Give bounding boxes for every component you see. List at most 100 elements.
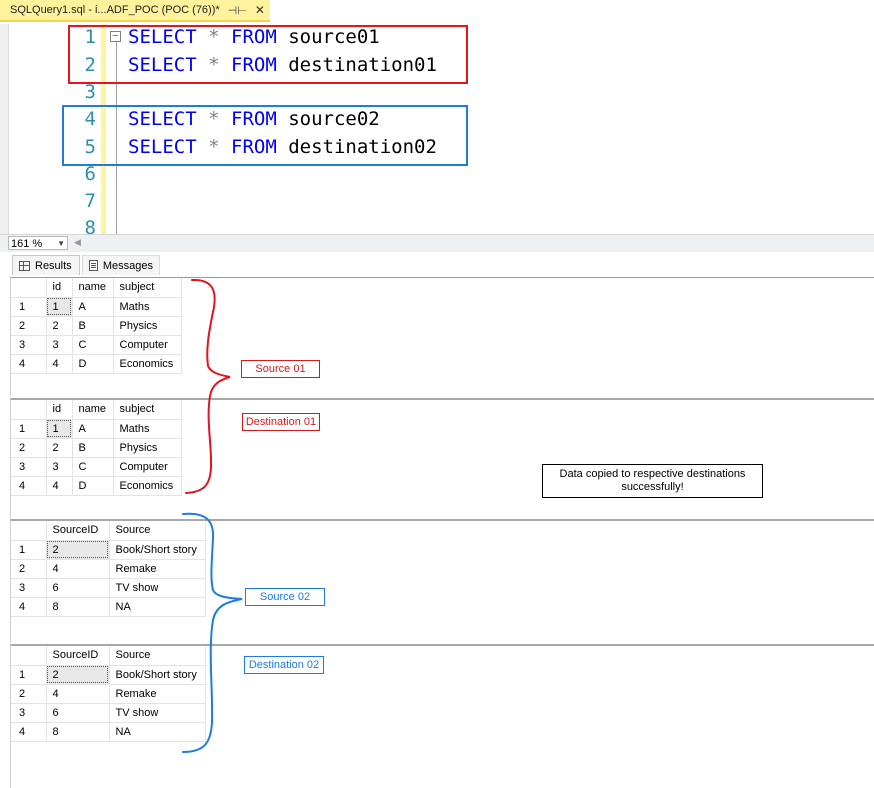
column-header[interactable]: subject [113, 400, 182, 420]
table-cell[interactable]: 4 [46, 354, 73, 374]
keyword: SELECT [128, 108, 197, 130]
table-cell[interactable]: 6 [46, 703, 110, 723]
table-cell[interactable]: Computer [113, 457, 182, 477]
line-number: 8 [84, 217, 96, 234]
result-grid-destination01[interactable]: id name subject 1 1 A Maths 2 2 B Physic… [10, 398, 874, 518]
change-tracking-bar [101, 24, 106, 234]
result-table: SourceID Source 1 2 Book/Short story 2 4… [11, 521, 206, 617]
table-cell[interactable]: 1 [46, 297, 73, 317]
pin-icon[interactable]: ⊣⊢ [227, 4, 247, 17]
row-number[interactable]: 3 [11, 335, 47, 355]
row-number[interactable]: 3 [11, 703, 47, 723]
label-destination-01: Destination 01 [242, 413, 320, 431]
sql-editor[interactable]: 1 2 3 4 5 6 7 8 − SELECT * FROM source01… [0, 24, 874, 234]
row-number[interactable]: 2 [11, 559, 47, 579]
table-cell[interactable]: C [72, 335, 114, 355]
row-number[interactable]: 2 [11, 438, 47, 458]
query-document-tab[interactable]: SQLQuery1.sql - i...ADF_POC (POC (76))* … [0, 0, 270, 22]
table-cell[interactable]: 2 [46, 665, 110, 685]
table-cell[interactable]: Economics [113, 354, 182, 374]
table-cell[interactable]: 6 [46, 578, 110, 598]
result-grid-source02[interactable]: SourceID Source 1 2 Book/Short story 2 4… [10, 519, 874, 643]
table-cell[interactable]: 8 [46, 597, 110, 617]
table-cell[interactable]: Book/Short story [109, 665, 206, 685]
chevron-down-icon[interactable]: ▼ [57, 239, 65, 248]
table-cell[interactable]: A [72, 419, 114, 439]
row-number[interactable]: 4 [11, 722, 47, 742]
column-header[interactable]: subject [113, 278, 182, 298]
result-grid-destination02[interactable]: SourceID Source 1 2 Book/Short story 2 4… [10, 644, 874, 788]
table-cell[interactable]: Computer [113, 335, 182, 355]
table-cell[interactable]: Physics [113, 438, 182, 458]
scroll-left-icon[interactable]: ◀ [74, 237, 81, 247]
table-cell[interactable]: NA [109, 597, 206, 617]
table-cell[interactable]: 2 [46, 316, 73, 336]
table-cell[interactable]: Physics [113, 316, 182, 336]
line-number-gutter: 1 2 3 4 5 6 7 8 [40, 24, 100, 234]
result-grid-source01[interactable]: id name subject 1 1 A Maths 2 2 B Physic… [10, 277, 874, 396]
table-cell[interactable]: 4 [46, 684, 110, 704]
code-line-5[interactable]: SELECT * FROM destination02 [128, 134, 437, 161]
table-row: 3 6 TV show [11, 578, 206, 598]
table-cell[interactable]: 4 [46, 559, 110, 579]
keyword: FROM [231, 136, 277, 158]
table-cell[interactable]: 8 [46, 722, 110, 742]
table-header-row: SourceID Source [11, 521, 206, 541]
table-cell[interactable]: TV show [109, 578, 206, 598]
column-header[interactable]: id [46, 278, 73, 298]
table-cell[interactable]: A [72, 297, 114, 317]
row-number[interactable]: 4 [11, 476, 47, 496]
table-cell[interactable]: 3 [46, 457, 73, 477]
row-number[interactable]: 4 [11, 354, 47, 374]
code-line-2[interactable]: SELECT * FROM destination01 [128, 52, 437, 79]
table-cell[interactable]: D [72, 354, 114, 374]
grid-icon [19, 260, 30, 271]
row-number[interactable]: 1 [11, 297, 47, 317]
row-number[interactable]: 2 [11, 316, 47, 336]
zoom-value: 161 % [11, 238, 43, 250]
table-row: 3 3 C Computer [11, 335, 182, 355]
row-number[interactable]: 1 [11, 665, 47, 685]
table-identifier: destination01 [288, 54, 437, 76]
table-cell[interactable]: D [72, 476, 114, 496]
row-number[interactable]: 3 [11, 457, 47, 477]
table-cell[interactable]: 3 [46, 335, 73, 355]
column-header[interactable]: name [72, 278, 114, 298]
table-cell[interactable]: Economics [113, 476, 182, 496]
row-number[interactable]: 3 [11, 578, 47, 598]
table-cell[interactable]: NA [109, 722, 206, 742]
table-cell[interactable]: C [72, 457, 114, 477]
row-number[interactable]: 4 [11, 597, 47, 617]
table-cell[interactable]: 2 [46, 540, 110, 560]
table-row: 2 2 B Physics [11, 438, 182, 458]
code-line-1[interactable]: SELECT * FROM source01 [128, 24, 380, 51]
operator: * [208, 54, 220, 76]
column-header[interactable]: name [72, 400, 114, 420]
table-cell[interactable]: Maths [113, 297, 182, 317]
row-number[interactable]: 2 [11, 684, 47, 704]
column-header[interactable]: SourceID [46, 521, 110, 541]
column-header[interactable]: SourceID [46, 646, 110, 666]
table-cell[interactable]: Maths [113, 419, 182, 439]
column-header[interactable]: Source [109, 521, 206, 541]
table-cell[interactable]: 1 [46, 419, 73, 439]
row-number[interactable]: 1 [11, 540, 47, 560]
tab-messages[interactable]: Messages [82, 255, 160, 275]
table-cell[interactable]: 4 [46, 476, 73, 496]
collapse-icon[interactable]: − [110, 31, 121, 42]
code-line-4[interactable]: SELECT * FROM source02 [128, 106, 380, 133]
column-header[interactable]: id [46, 400, 73, 420]
table-cell[interactable]: Remake [109, 684, 206, 704]
table-cell[interactable]: Book/Short story [109, 540, 206, 560]
table-cell[interactable]: B [72, 316, 114, 336]
zoom-dropdown[interactable]: 161 % ▼ [8, 236, 68, 250]
tab-results[interactable]: Results [12, 255, 80, 275]
table-cell[interactable]: TV show [109, 703, 206, 723]
table-cell[interactable]: B [72, 438, 114, 458]
table-cell[interactable]: 2 [46, 438, 73, 458]
column-header[interactable]: Source [109, 646, 206, 666]
line-number: 4 [84, 108, 96, 130]
row-number[interactable]: 1 [11, 419, 47, 439]
table-cell[interactable]: Remake [109, 559, 206, 579]
close-icon[interactable]: ✕ [254, 3, 265, 17]
